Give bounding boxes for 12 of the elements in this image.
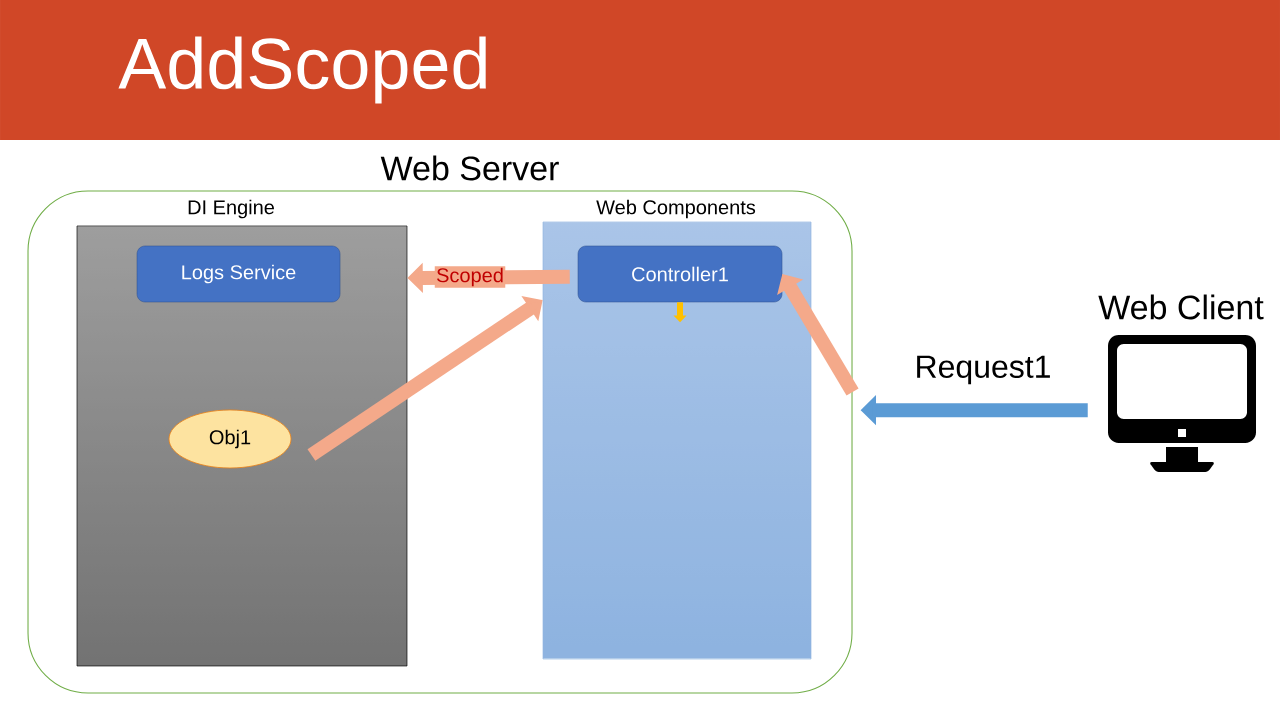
arrow — [777, 274, 859, 396]
node-label: Web Client — [1098, 294, 1264, 320]
client-monitor: Web Client — [1098, 294, 1264, 472]
node-label: Web Server — [380, 155, 559, 181]
edge-label: Scoped — [434, 266, 506, 288]
controller-box: Controller1 — [577, 245, 783, 303]
header-band: AddScoped — [0, 0, 1280, 140]
node-label: Web Components — [596, 199, 756, 219]
node-label: DI Engine — [188, 199, 274, 219]
arrow — [307, 295, 543, 461]
edge-label: Request1 — [913, 354, 1053, 386]
service-box: Logs Service — [136, 245, 341, 303]
